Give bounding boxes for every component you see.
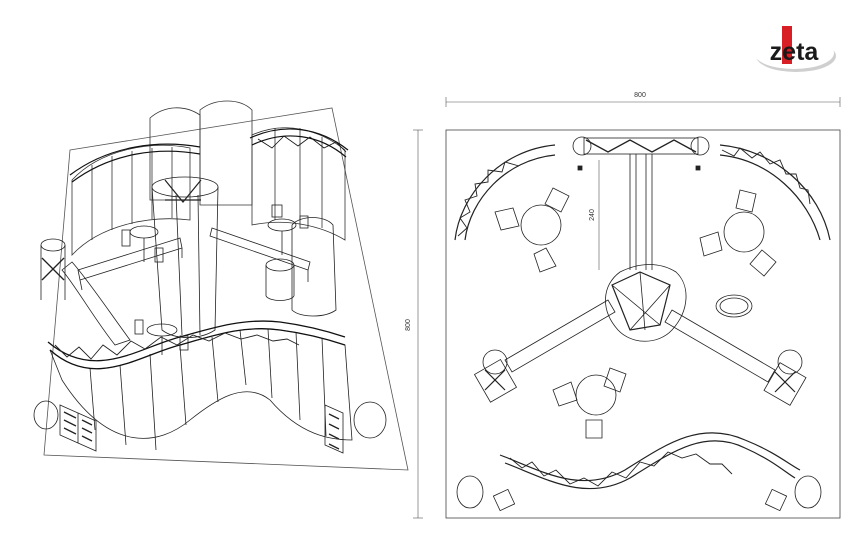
iso-right-counter bbox=[209, 227, 311, 282]
plan-counter-front-right bbox=[794, 475, 822, 509]
iso-counter-right bbox=[353, 401, 387, 439]
table-icon bbox=[699, 189, 777, 277]
iso-counter-left bbox=[33, 400, 59, 430]
inner-dimension-label: 240 bbox=[589, 209, 596, 221]
plan-back-truss bbox=[572, 136, 710, 171]
plan-arm-left bbox=[473, 299, 616, 403]
brochure-stand-icon bbox=[59, 404, 97, 452]
iso-back-wall bbox=[71, 100, 346, 257]
plan-floor bbox=[445, 129, 841, 519]
plan-view bbox=[445, 129, 841, 519]
width-dimension-label: 800 bbox=[634, 92, 646, 99]
logo-text: zeta bbox=[770, 38, 820, 66]
isometric-booth-view bbox=[33, 100, 409, 471]
iso-front-wave-wall bbox=[47, 320, 353, 451]
iso-left-tower bbox=[40, 238, 131, 346]
depth-dimension-label: 800 bbox=[405, 319, 412, 331]
iso-center-pillar bbox=[151, 176, 219, 338]
plan-spine bbox=[629, 154, 653, 270]
iso-right-pillar bbox=[291, 217, 337, 317]
plan-arm-right bbox=[664, 309, 807, 406]
iso-table-group-left bbox=[121, 225, 164, 263]
plan-curved-truss-right bbox=[719, 144, 831, 241]
truss-icon bbox=[499, 432, 801, 490]
counter-icon bbox=[715, 294, 753, 318]
table-icon bbox=[494, 187, 570, 273]
brochure-stand-icon bbox=[324, 404, 344, 454]
plan-curved-truss-left bbox=[454, 144, 556, 241]
plan-central-hub bbox=[605, 264, 687, 342]
iso-left-counter bbox=[77, 237, 183, 291]
zeta-logo: zeta bbox=[754, 26, 836, 72]
table-icon bbox=[552, 367, 627, 439]
chair-icon bbox=[492, 488, 788, 512]
iso-cabinet bbox=[265, 258, 295, 301]
logo-accent bbox=[782, 26, 792, 64]
logo-background bbox=[754, 37, 834, 69]
iso-floor bbox=[43, 107, 409, 471]
plan-counter-front-left bbox=[456, 475, 484, 509]
iso-back-truss bbox=[69, 128, 349, 183]
iso-table-group-right bbox=[267, 204, 309, 255]
plan-dimensions bbox=[413, 97, 841, 519]
